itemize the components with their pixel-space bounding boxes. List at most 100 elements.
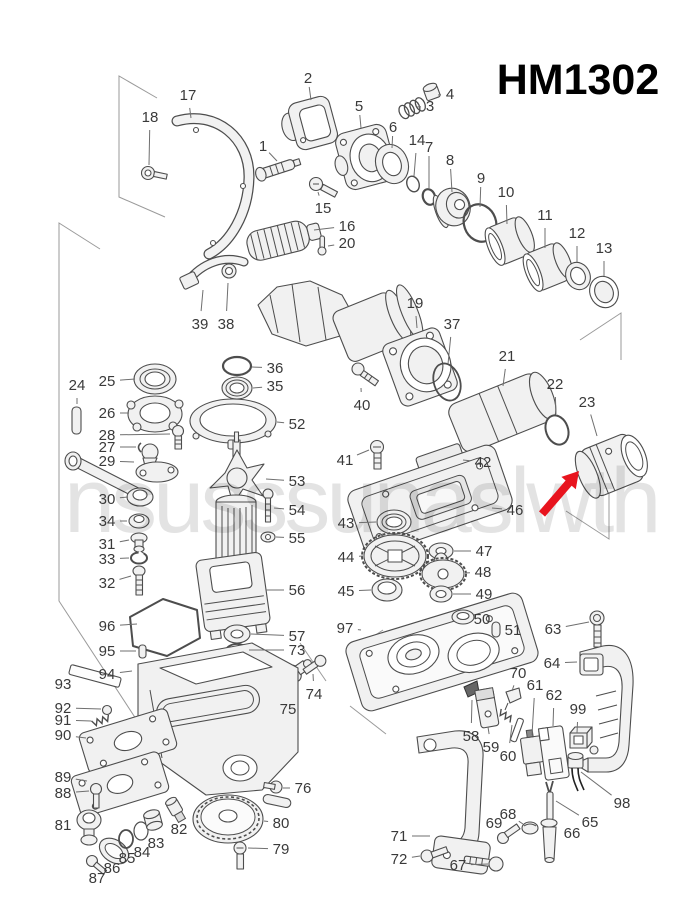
leader-line [359, 114, 362, 129]
part-label-64[interactable]: 64 [544, 655, 561, 672]
part-label-16[interactable]: 16 [339, 218, 356, 235]
part-label-86[interactable]: 86 [104, 860, 121, 877]
part-label-41[interactable]: 41 [337, 452, 354, 469]
part-label-60[interactable]: 60 [500, 748, 517, 765]
part-label-67[interactable]: 67 [450, 857, 467, 874]
part-label-18[interactable]: 18 [142, 109, 159, 126]
part-label-85[interactable]: 85 [119, 850, 136, 867]
part-label-24[interactable]: 24 [69, 377, 86, 394]
part-label-17[interactable]: 17 [180, 87, 197, 104]
part-label-32[interactable]: 32 [99, 575, 116, 592]
part-label-42[interactable]: 42 [475, 454, 492, 471]
part-label-63[interactable]: 63 [545, 621, 562, 638]
part-label-15[interactable]: 15 [315, 200, 332, 217]
part-label-20[interactable]: 20 [339, 235, 356, 252]
part-label-68[interactable]: 68 [500, 806, 517, 823]
part-label-43[interactable]: 43 [338, 515, 355, 532]
part-label-98[interactable]: 98 [614, 795, 631, 812]
part-label-11[interactable]: 11 [537, 207, 553, 224]
part-label-76[interactable]: 76 [295, 780, 312, 797]
part-label-87[interactable]: 87 [89, 870, 106, 887]
part-label-81[interactable]: 81 [55, 817, 72, 834]
part-label-91[interactable]: 91 [55, 712, 72, 729]
part-label-12[interactable]: 12 [569, 225, 586, 242]
part-label-2[interactable]: 2 [304, 70, 312, 87]
part-label-94[interactable]: 94 [99, 666, 116, 683]
part-label-31[interactable]: 31 [99, 536, 116, 553]
part-label-44[interactable]: 44 [338, 549, 355, 566]
part-label-97[interactable]: 97 [337, 620, 354, 637]
part-label-8[interactable]: 8 [446, 152, 454, 169]
part-label-95[interactable]: 95 [99, 643, 116, 660]
part-label-84[interactable]: 84 [134, 844, 151, 861]
leader-line [75, 720, 92, 722]
part-label-9[interactable]: 9 [477, 170, 485, 187]
part-label-52[interactable]: 52 [289, 416, 306, 433]
part-label-7[interactable]: 7 [425, 139, 433, 156]
part-label-66[interactable]: 66 [564, 825, 581, 842]
part-label-40[interactable]: 40 [354, 397, 371, 414]
part-label-33[interactable]: 33 [99, 551, 116, 568]
part-label-28[interactable]: 28 [99, 427, 116, 444]
part-label-92[interactable]: 92 [55, 700, 72, 717]
part-label-90[interactable]: 90 [55, 727, 72, 744]
part-label-96[interactable]: 96 [99, 618, 116, 635]
part-label-37[interactable]: 37 [444, 316, 461, 333]
part-label-34[interactable]: 34 [99, 513, 116, 530]
part-label-13[interactable]: 13 [596, 240, 613, 257]
part-label-61[interactable]: 61 [527, 677, 544, 694]
part-label-99[interactable]: 99 [570, 701, 587, 718]
part-label-45[interactable]: 45 [338, 583, 355, 600]
part-label-82[interactable]: 82 [171, 821, 188, 838]
part-label-3[interactable]: 3 [426, 98, 434, 115]
leader-line [511, 685, 515, 692]
part-label-55[interactable]: 55 [289, 530, 306, 547]
part-label-93[interactable]: 93 [55, 676, 72, 693]
part-label-35[interactable]: 35 [267, 378, 284, 395]
part-label-25[interactable]: 25 [99, 373, 116, 390]
part-label-36[interactable]: 36 [267, 360, 284, 377]
part-label-27[interactable]: 27 [99, 439, 116, 456]
part-label-65[interactable]: 65 [582, 814, 599, 831]
part-label-50[interactable]: 50 [474, 611, 491, 628]
part-label-57[interactable]: 57 [289, 628, 306, 645]
part-label-62[interactable]: 62 [546, 687, 563, 704]
part-label-5[interactable]: 5 [355, 98, 363, 115]
part-label-26[interactable]: 26 [99, 405, 116, 422]
part-label-74[interactable]: 74 [306, 686, 323, 703]
part-label-83[interactable]: 83 [148, 835, 165, 852]
part-label-46[interactable]: 46 [507, 502, 524, 519]
part-label-30[interactable]: 30 [99, 491, 116, 508]
part-label-73[interactable]: 73 [289, 642, 306, 659]
part-label-54[interactable]: 54 [289, 502, 306, 519]
part-label-48[interactable]: 48 [475, 564, 492, 581]
part-label-53[interactable]: 53 [289, 473, 306, 490]
part-label-70[interactable]: 70 [510, 665, 527, 682]
part-label-19[interactable]: 19 [407, 295, 424, 312]
part-label-75[interactable]: 75 [280, 701, 297, 718]
part-label-22[interactable]: 22 [547, 376, 564, 393]
part-label-72[interactable]: 72 [391, 851, 408, 868]
part-label-89[interactable]: 89 [55, 769, 72, 786]
part-label-38[interactable]: 38 [218, 316, 235, 333]
part-label-80[interactable]: 80 [273, 815, 290, 832]
part-label-71[interactable]: 71 [391, 828, 408, 845]
part-label-6[interactable]: 6 [389, 119, 397, 136]
part-label-56[interactable]: 56 [289, 582, 306, 599]
part-label-29[interactable]: 29 [99, 453, 116, 470]
part-label-47[interactable]: 47 [476, 543, 493, 560]
part-label-21[interactable]: 21 [499, 348, 516, 365]
part-label-4[interactable]: 4 [446, 86, 454, 103]
part-label-49[interactable]: 49 [476, 586, 493, 603]
part-label-59[interactable]: 59 [483, 739, 500, 756]
part-label-51[interactable]: 51 [505, 622, 522, 639]
part-label-10[interactable]: 10 [498, 184, 515, 201]
part-label-14[interactable]: 14 [409, 132, 426, 149]
part-label-69[interactable]: 69 [486, 815, 503, 832]
part-label-1[interactable]: 1 [259, 138, 267, 155]
part-label-39[interactable]: 39 [192, 316, 209, 333]
part-label-23[interactable]: 23 [579, 394, 596, 411]
part-label-58[interactable]: 58 [463, 728, 480, 745]
part-label-88[interactable]: 88 [55, 785, 72, 802]
part-label-79[interactable]: 79 [273, 841, 290, 858]
